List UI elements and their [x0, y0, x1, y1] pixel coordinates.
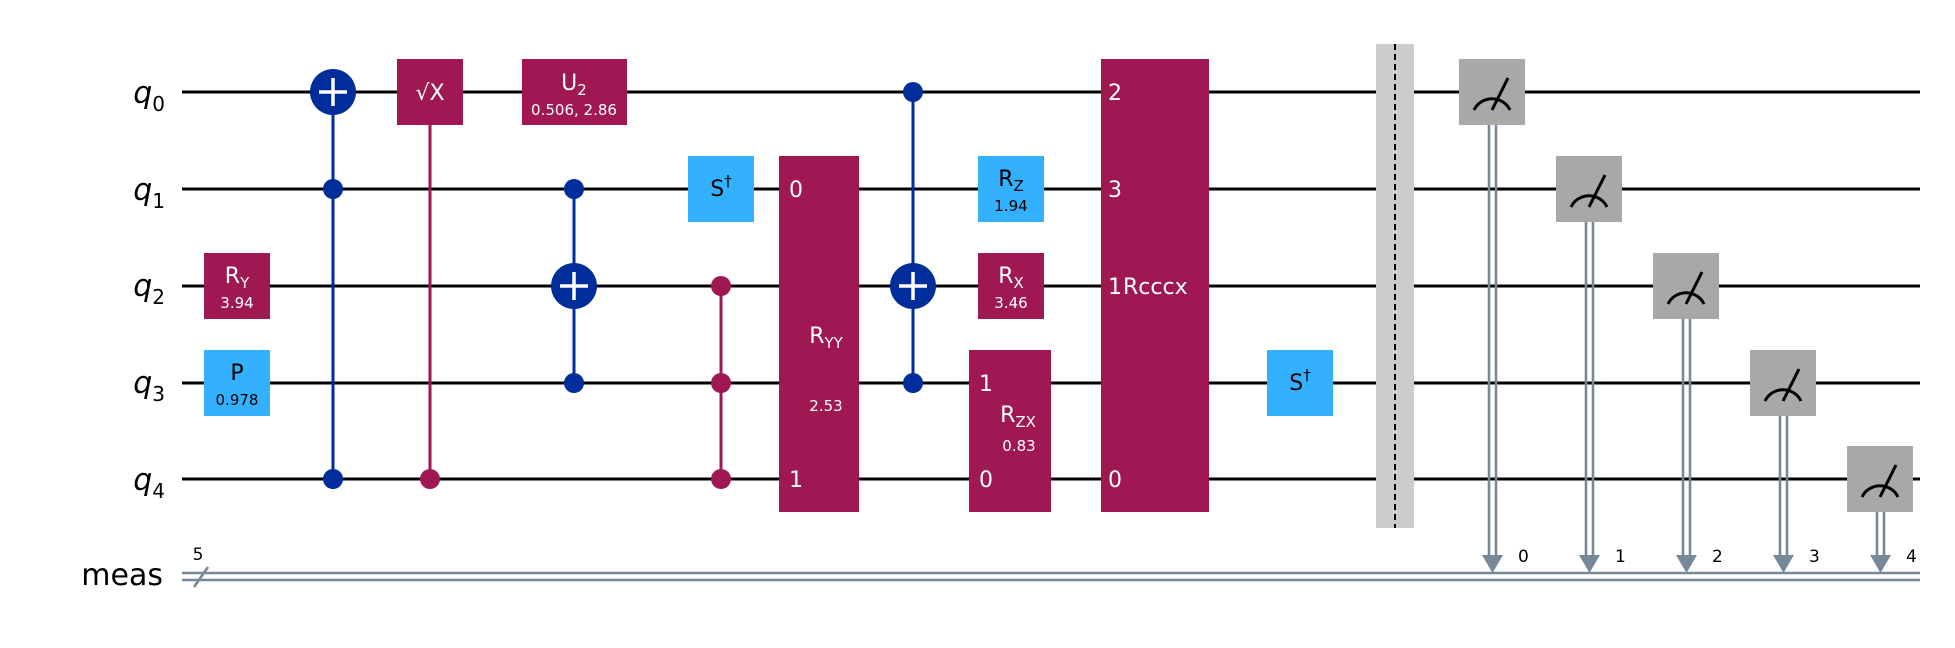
phase-gate-label: P: [230, 361, 243, 386]
measure-q1[interactable]: 1: [1556, 156, 1626, 573]
rcccx-gate[interactable]: 2 3 1 0 Rcccx: [1101, 59, 1209, 512]
control-dot: [420, 469, 440, 489]
control-dot: [564, 179, 584, 199]
svg-text:RYY: RYY: [809, 324, 843, 352]
measure-q0[interactable]: 0: [1459, 59, 1529, 573]
rcccx-label: Rcccx: [1123, 275, 1188, 300]
wire-label-q3: q3: [133, 366, 165, 406]
svg-text:S†: S†: [1289, 366, 1311, 396]
measure-q4[interactable]: 4: [1847, 446, 1917, 573]
ryy-port-bottom: 1: [789, 468, 803, 493]
ry-gate[interactable]: RY 3.94: [204, 253, 270, 319]
control-dot: [711, 373, 731, 393]
control-dot: [323, 469, 343, 489]
ryy-param: 2.53: [809, 397, 842, 415]
control-dot: [564, 373, 584, 393]
rzx-param: 0.83: [1002, 437, 1035, 455]
toffoli-gate-2[interactable]: [551, 179, 597, 393]
barrier: [1376, 44, 1414, 528]
rcccx-port-q4: 0: [1108, 468, 1122, 493]
ry-param: 3.94: [220, 294, 253, 312]
control-dot: [323, 179, 343, 199]
u2-params: 0.506, 2.86: [531, 101, 617, 119]
svg-text:RZX: RZX: [1000, 403, 1036, 431]
rx-gate[interactable]: RX 3.46: [978, 253, 1044, 319]
ryy-gate[interactable]: 0 1 RYY 2.53: [779, 156, 859, 512]
wire-label-meas: meas: [81, 558, 163, 593]
wire-label-q4: q4: [133, 463, 165, 503]
phase-param: 0.978: [216, 391, 259, 409]
measure-q3[interactable]: 3: [1750, 350, 1820, 573]
classical-register-slash: [192, 566, 210, 588]
rcccx-port-q1: 3: [1108, 178, 1122, 203]
u2-gate[interactable]: U2 0.506, 2.86: [522, 59, 627, 125]
sx-gate-label: √X: [415, 81, 444, 106]
measure-q2[interactable]: 2: [1653, 253, 1723, 573]
sdg-gate-1[interactable]: S†: [688, 156, 754, 222]
toffoli-gate-3[interactable]: [890, 82, 936, 393]
svg-text:RY: RY: [225, 264, 250, 292]
rz-gate[interactable]: RZ 1.94: [978, 156, 1044, 222]
meter-icon: [1666, 291, 1706, 305]
svg-text:U2: U2: [561, 71, 587, 99]
rzx-port-bottom: 0: [979, 468, 993, 493]
svg-text:S†: S†: [710, 172, 732, 202]
wire-label-q1: q1: [133, 173, 165, 213]
meter-icon: [1860, 484, 1900, 498]
control-dot: [711, 276, 731, 296]
rcccx-port-q0: 2: [1108, 81, 1122, 106]
rzx-port-top: 1: [979, 372, 993, 397]
ryy-port-top: 0: [789, 178, 803, 203]
svg-text:RX: RX: [998, 264, 1024, 292]
controlled-sx-gate[interactable]: √X: [397, 59, 463, 489]
meter-icon: [1763, 388, 1803, 402]
rcccx-port-q2: 1: [1108, 275, 1122, 300]
meter-icon: [1472, 97, 1512, 111]
ccz-gate[interactable]: [711, 276, 731, 489]
measure-bit-0: 0: [1518, 547, 1529, 567]
measure-bit-1: 1: [1615, 547, 1626, 567]
phase-gate[interactable]: P 0.978: [204, 350, 270, 416]
classical-register-size: 5: [193, 545, 204, 565]
control-dot: [903, 373, 923, 393]
toffoli-gate-1[interactable]: [310, 69, 356, 489]
wire-label-q0: q0: [133, 76, 165, 116]
control-dot: [711, 469, 731, 489]
measure-bit-3: 3: [1809, 547, 1820, 567]
measure-bit-2: 2: [1712, 547, 1723, 567]
sdg-gate-2[interactable]: S†: [1267, 350, 1333, 416]
rx-param: 3.46: [994, 294, 1027, 312]
meter-icon: [1569, 194, 1609, 208]
svg-text:RZ: RZ: [998, 167, 1024, 195]
wire-label-q2: q2: [133, 269, 165, 309]
control-dot: [903, 82, 923, 102]
measure-bit-4: 4: [1906, 547, 1917, 567]
rz-param: 1.94: [994, 197, 1027, 215]
rzx-gate[interactable]: 1 0 RZX 0.83: [969, 350, 1051, 512]
